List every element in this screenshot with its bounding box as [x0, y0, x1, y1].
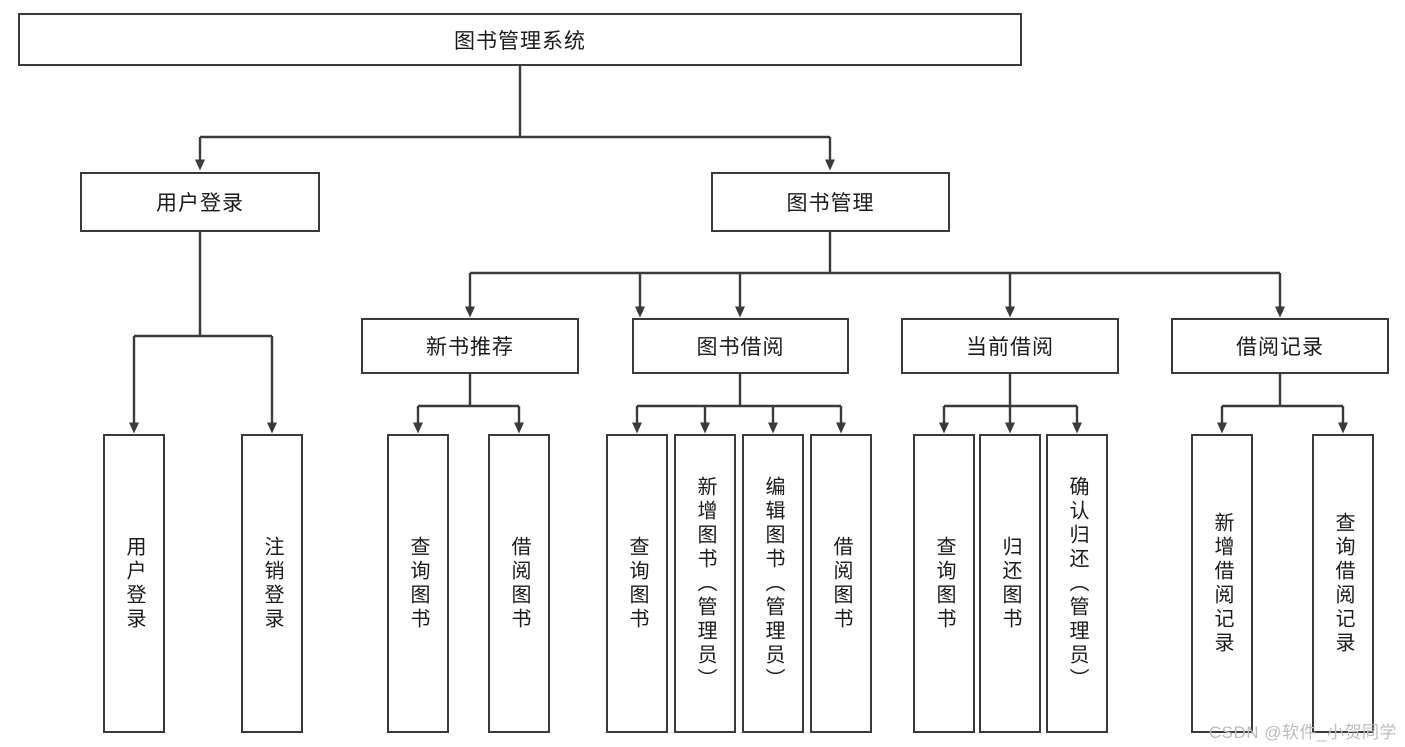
leaf-label: 查询图书	[933, 535, 955, 632]
leaf-label: 确认归还（管理员）	[1066, 475, 1088, 692]
node-leaf-confirm-return[interactable]: 确认归还（管理员）	[1046, 434, 1108, 733]
leaf-label: 查询图书	[626, 535, 648, 632]
node-borrow-record[interactable]: 借阅记录	[1171, 318, 1389, 374]
node-leaf-borrow-book-2[interactable]: 借阅图书	[810, 434, 872, 733]
node-new-book-recommend-label: 新书推荐	[426, 336, 514, 359]
node-leaf-query-book-3[interactable]: 查询图书	[913, 434, 975, 733]
node-leaf-return-book[interactable]: 归还图书	[979, 434, 1041, 733]
node-leaf-borrow-book-1[interactable]: 借阅图书	[488, 434, 550, 733]
node-book-manage[interactable]: 图书管理	[711, 172, 950, 232]
leaf-label: 查询图书	[407, 535, 429, 632]
node-book-manage-label: 图书管理	[786, 192, 875, 215]
node-root[interactable]: 图书管理系统	[18, 13, 1022, 66]
leaf-label: 查询借阅记录	[1332, 511, 1354, 656]
leaf-label: 新增借阅记录	[1211, 511, 1233, 656]
node-leaf-user-login[interactable]: 用户登录	[103, 434, 165, 733]
node-book-borrow[interactable]: 图书借阅	[632, 318, 849, 374]
leaf-label: 注销登录	[261, 535, 283, 632]
node-current-borrow-label: 当前借阅	[966, 336, 1054, 359]
csdn-watermark: CSDN @软件_小贺同学	[1208, 723, 1397, 742]
node-root-label: 图书管理系统	[454, 29, 586, 53]
leaf-label: 编辑图书（管理员）	[762, 475, 784, 692]
node-leaf-user-logout[interactable]: 注销登录	[241, 434, 303, 733]
leaf-label: 借阅图书	[830, 535, 852, 632]
node-borrow-record-label: 借阅记录	[1236, 336, 1324, 359]
leaf-label: 新增图书（管理员）	[694, 475, 716, 692]
node-new-book-recommend[interactable]: 新书推荐	[361, 318, 579, 374]
node-user-login-label: 用户登录	[156, 192, 244, 215]
node-book-borrow-label: 图书借阅	[696, 336, 785, 359]
node-leaf-edit-book[interactable]: 编辑图书（管理员）	[742, 434, 804, 733]
node-current-borrow[interactable]: 当前借阅	[901, 318, 1119, 374]
node-leaf-query-book-1[interactable]: 查询图书	[387, 434, 449, 733]
node-leaf-add-book[interactable]: 新增图书（管理员）	[674, 434, 736, 733]
node-leaf-query-record[interactable]: 查询借阅记录	[1312, 434, 1374, 733]
leaf-label: 归还图书	[999, 535, 1021, 632]
leaf-label: 用户登录	[123, 535, 145, 632]
node-leaf-add-record[interactable]: 新增借阅记录	[1191, 434, 1253, 733]
node-user-login[interactable]: 用户登录	[80, 172, 320, 232]
leaf-label: 借阅图书	[508, 535, 530, 632]
node-leaf-query-book-2[interactable]: 查询图书	[606, 434, 668, 733]
